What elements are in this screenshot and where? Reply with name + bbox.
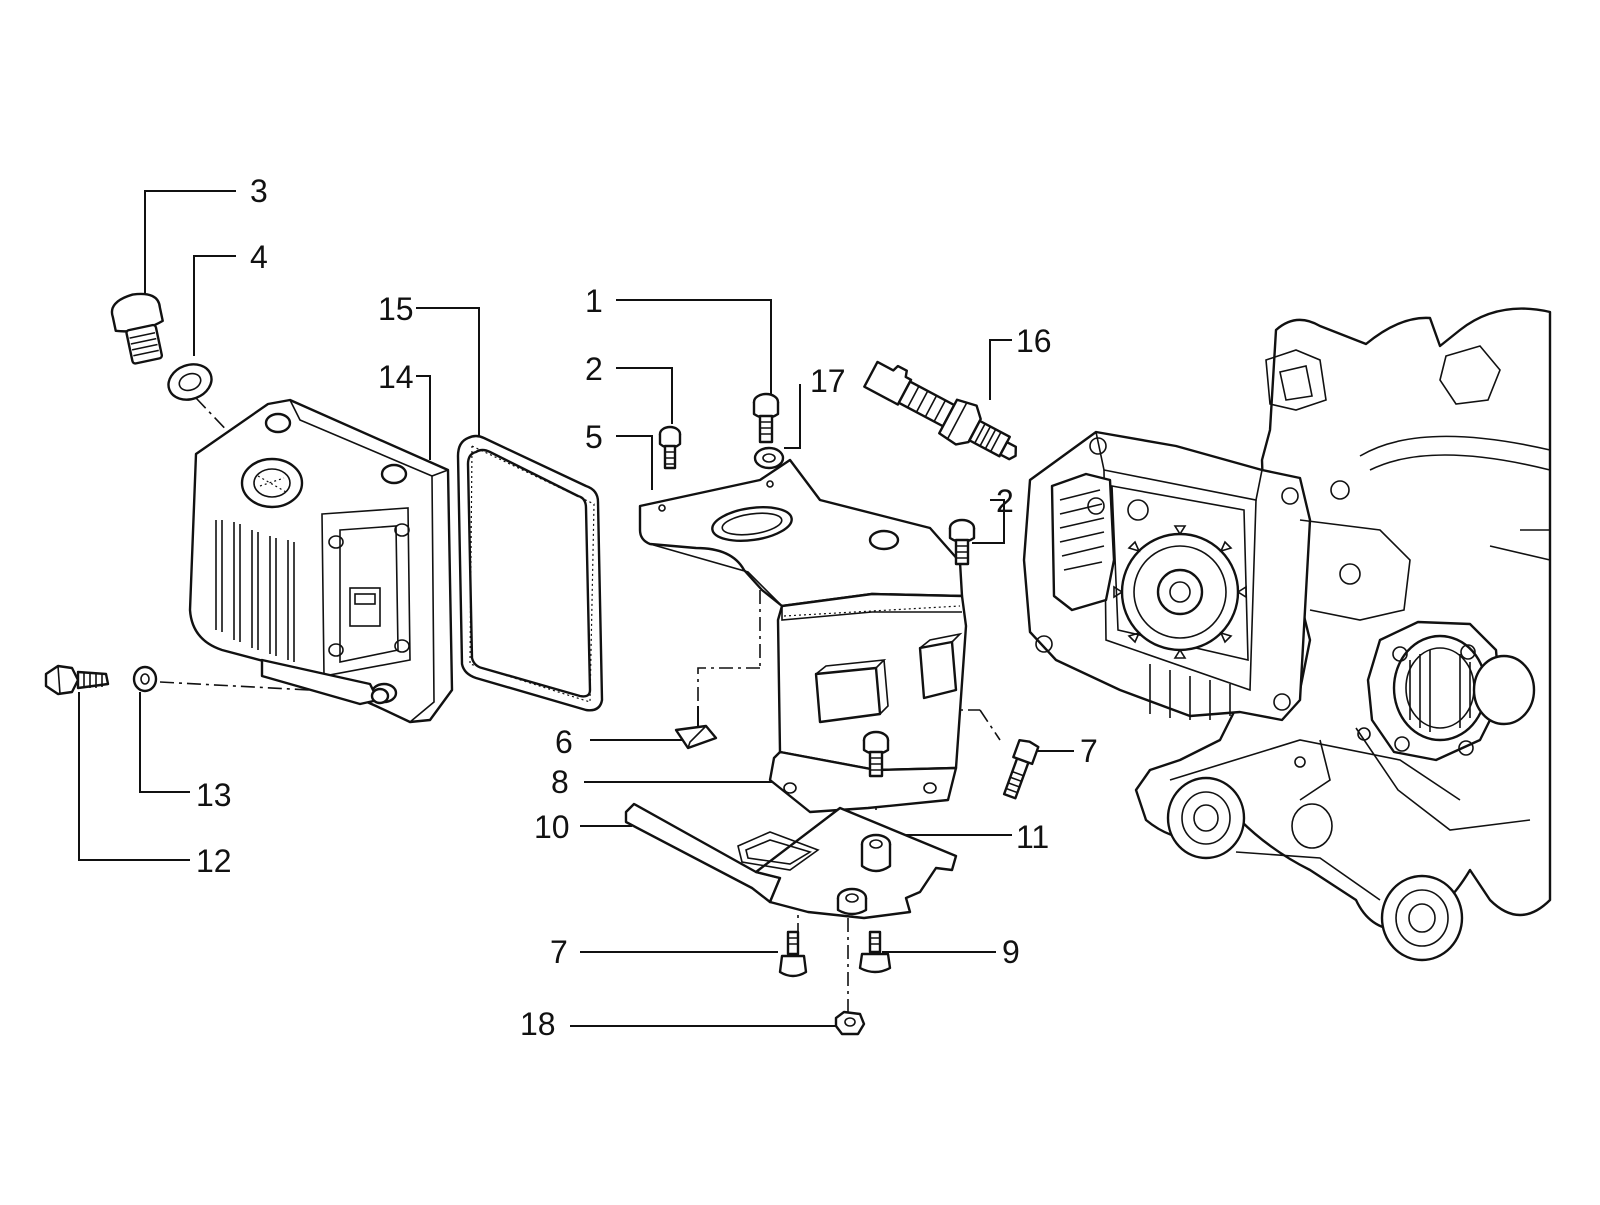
rubber-mount-part-11	[836, 833, 892, 916]
bolt-part-12	[44, 664, 110, 696]
washer-part-13	[132, 665, 158, 693]
callout-3: 3	[250, 173, 268, 209]
callout-14: 14	[378, 359, 414, 395]
callout-7-bottom: 7	[550, 934, 568, 970]
screw-part-7-bottom	[778, 930, 808, 978]
callout-16: 16	[1016, 323, 1052, 359]
callout-13: 13	[196, 777, 232, 813]
callout-2-top: 2	[585, 351, 603, 387]
callout-15: 15	[378, 291, 414, 327]
callout-8: 8	[551, 764, 569, 800]
callout-7-right: 7	[1080, 733, 1098, 769]
lower-shroud	[624, 802, 958, 920]
screw-part-7-right	[1002, 738, 1040, 800]
washer-part-17	[753, 446, 785, 470]
engine-crankcase-assembly	[1022, 307, 1552, 962]
screw-part-2-top	[658, 425, 682, 470]
sealing-washer	[167, 363, 213, 401]
callout-1: 1	[585, 283, 603, 319]
callout-6: 6	[555, 724, 573, 760]
cylinder-head-cover	[188, 398, 454, 724]
callout-11: 11	[1016, 819, 1049, 855]
cover-gasket	[456, 434, 604, 712]
leader-lines	[78, 190, 1074, 1027]
callout-18: 18	[520, 1006, 556, 1042]
screw-part-1	[752, 392, 780, 444]
cooling-shroud	[638, 458, 968, 814]
nut-part-18	[834, 1010, 866, 1036]
callout-5: 5	[585, 419, 603, 455]
screw-part-2-right	[948, 518, 976, 566]
callout-10: 10	[534, 809, 570, 845]
spark-plug	[863, 360, 1018, 461]
oil-filler-plug	[110, 292, 164, 365]
screw-part-9	[858, 930, 892, 974]
callout-12: 12	[196, 843, 232, 879]
clip-part-6	[674, 724, 718, 750]
callout-17: 17	[810, 363, 846, 399]
callout-4: 4	[250, 239, 268, 275]
screw-part-8	[862, 730, 890, 778]
callout-9: 9	[1002, 934, 1020, 970]
